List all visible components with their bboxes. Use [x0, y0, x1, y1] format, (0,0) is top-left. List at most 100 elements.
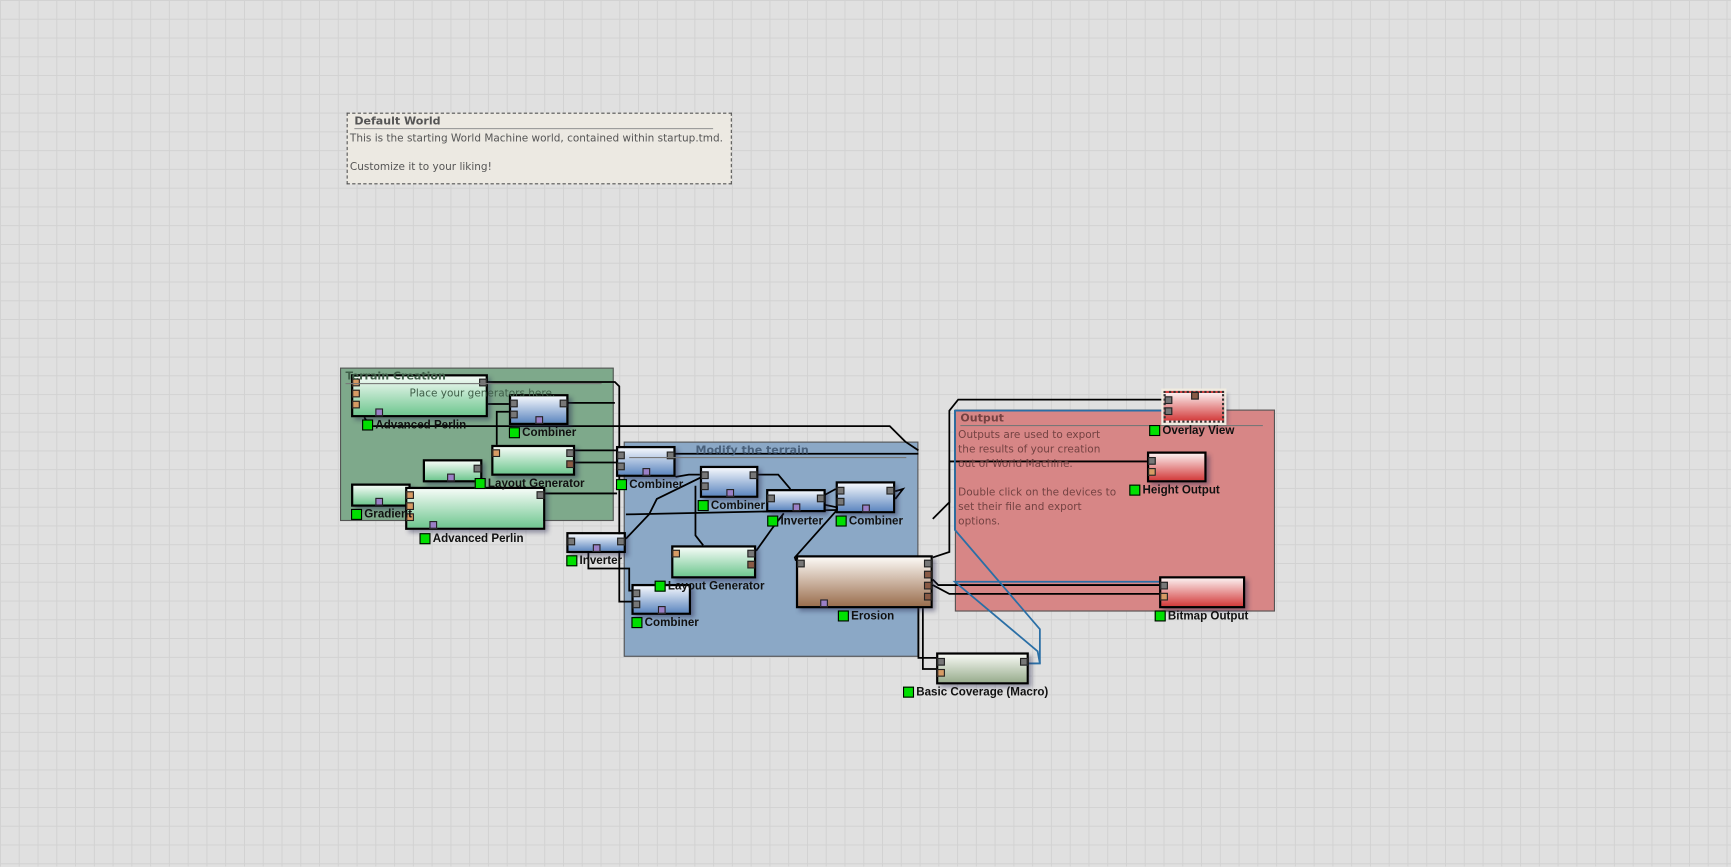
status-led-icon[interactable]	[1154, 610, 1166, 622]
output-port[interactable]	[816, 494, 825, 503]
status-led-icon[interactable]	[697, 500, 709, 512]
node-combiner[interactable]	[699, 465, 759, 498]
status-led-icon[interactable]	[566, 555, 578, 567]
input-port[interactable]	[767, 494, 775, 503]
input-port[interactable]	[1148, 468, 1156, 476]
output-port[interactable]	[566, 449, 575, 458]
node-advanced-perlin[interactable]	[351, 374, 488, 418]
input-port[interactable]	[1191, 391, 1199, 400]
node-generator-small[interactable]	[422, 459, 483, 483]
node-bitmap-output[interactable]	[1159, 576, 1246, 609]
output-port[interactable]	[747, 549, 756, 558]
node-combiner[interactable]	[508, 394, 569, 426]
input-port[interactable]	[352, 400, 360, 409]
mask-port[interactable]	[862, 504, 870, 513]
input-port[interactable]	[492, 449, 501, 458]
status-led-icon[interactable]	[419, 533, 431, 545]
node-combiner[interactable]	[835, 481, 896, 514]
status-led-icon[interactable]	[474, 477, 486, 490]
output-port[interactable]	[666, 451, 675, 460]
input-port[interactable]	[1164, 396, 1173, 405]
input-port[interactable]	[937, 668, 945, 677]
status-led-icon[interactable]	[615, 479, 628, 491]
wire	[694, 485, 704, 546]
mask-port[interactable]	[429, 521, 438, 529]
input-port[interactable]	[617, 462, 625, 471]
node-advanced-perlin[interactable]	[405, 486, 546, 530]
output-port[interactable]	[479, 378, 487, 387]
mask-port[interactable]	[792, 503, 801, 512]
node-basic-coverage[interactable]	[936, 652, 1029, 685]
mask-port[interactable]	[375, 408, 384, 417]
node-erosion[interactable]	[795, 555, 933, 609]
mask-port[interactable]	[375, 497, 384, 506]
input-port[interactable]	[352, 378, 360, 387]
status-led-icon[interactable]	[362, 419, 374, 431]
status-led-icon[interactable]	[351, 508, 363, 520]
input-port[interactable]	[510, 410, 518, 419]
node-combiner[interactable]	[615, 445, 676, 477]
input-port[interactable]	[797, 559, 805, 568]
input-port[interactable]	[632, 600, 641, 609]
input-port[interactable]	[406, 502, 414, 511]
comment-default-world[interactable]: Default World This is the starting World…	[346, 112, 732, 185]
output-port[interactable]	[923, 592, 932, 601]
output-port[interactable]	[749, 471, 758, 480]
output-port[interactable]	[473, 464, 482, 473]
node-layout-generator[interactable]	[491, 444, 576, 476]
mask-port[interactable]	[726, 489, 735, 497]
input-port[interactable]	[700, 482, 709, 491]
mask-port[interactable]	[657, 606, 666, 614]
mask-port[interactable]	[820, 599, 828, 608]
output-port[interactable]	[923, 581, 932, 590]
input-port[interactable]	[672, 549, 681, 558]
input-port[interactable]	[406, 513, 414, 522]
status-led-icon[interactable]	[902, 686, 915, 698]
input-port[interactable]	[1160, 592, 1168, 601]
status-led-icon[interactable]	[767, 515, 779, 527]
node-gradient[interactable]	[351, 483, 411, 507]
wire	[587, 551, 632, 592]
input-port[interactable]	[700, 471, 709, 480]
input-port[interactable]	[352, 389, 360, 398]
status-led-icon[interactable]	[1149, 425, 1161, 437]
output-port[interactable]	[617, 537, 625, 546]
output-port[interactable]	[747, 560, 756, 569]
input-port[interactable]	[617, 451, 625, 460]
output-port[interactable]	[923, 559, 932, 568]
status-led-icon[interactable]	[835, 515, 847, 527]
comment-title: Default World	[354, 116, 714, 130]
input-port[interactable]	[567, 537, 576, 546]
output-port[interactable]	[886, 486, 895, 495]
node-inverter[interactable]	[766, 489, 826, 513]
status-led-icon[interactable]	[837, 610, 849, 622]
status-led-icon[interactable]	[1129, 484, 1141, 496]
input-port[interactable]	[1164, 407, 1173, 416]
output-port[interactable]	[559, 399, 568, 408]
input-port[interactable]	[937, 657, 945, 666]
node-height-output[interactable]	[1146, 451, 1207, 483]
output-port[interactable]	[536, 491, 545, 499]
node-layout-generator[interactable]	[671, 545, 757, 579]
output-port[interactable]	[923, 570, 932, 579]
input-port[interactable]	[1148, 457, 1156, 465]
status-led-icon[interactable]	[631, 617, 643, 629]
mask-port[interactable]	[447, 473, 455, 482]
mask-port[interactable]	[642, 468, 651, 476]
input-port[interactable]	[836, 497, 845, 506]
mask-port[interactable]	[535, 416, 544, 424]
node-inverter[interactable]	[566, 532, 626, 554]
node-label: Bitmap Output	[1154, 609, 1248, 623]
status-led-icon[interactable]	[654, 580, 666, 592]
status-led-icon[interactable]	[508, 427, 520, 439]
output-port[interactable]	[566, 460, 575, 469]
mask-port[interactable]	[592, 544, 601, 552]
node-overlay-view[interactable]	[1161, 388, 1227, 426]
input-port[interactable]	[406, 491, 414, 499]
input-port[interactable]	[1160, 581, 1168, 590]
output-port[interactable]	[1020, 657, 1028, 666]
input-port[interactable]	[632, 589, 641, 598]
input-port[interactable]	[836, 486, 845, 495]
input-port[interactable]	[510, 399, 518, 408]
